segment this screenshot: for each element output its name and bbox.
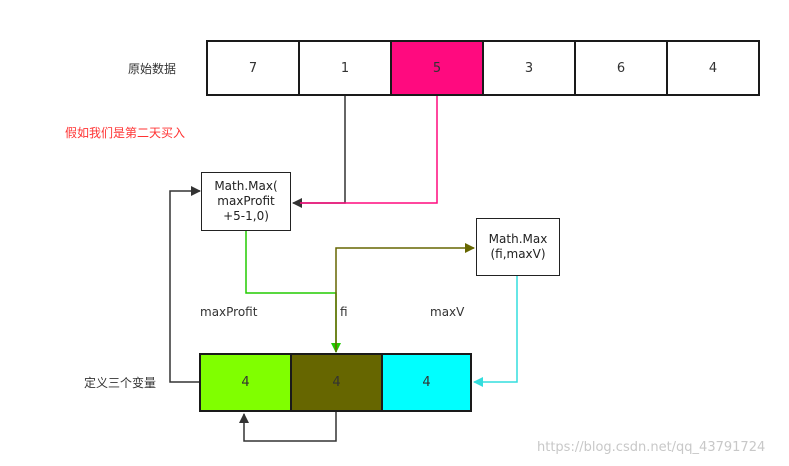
array-cell-1: 1 <box>298 40 392 96</box>
max-profit-box-line-2: maxProfit <box>217 194 275 208</box>
var-cell-maxprofit: 4 <box>199 353 292 412</box>
array-cell-4: 6 <box>574 40 668 96</box>
var-name-fi: fi <box>340 305 348 319</box>
max-fi-box: Math.Max (fi,maxV) <box>476 218 560 276</box>
watermark-text: https://blog.csdn.net/qq_43791724 <box>537 440 766 455</box>
variables-label: 定义三个变量 <box>84 376 157 390</box>
max-profit-box-line-1: Math.Max( <box>214 179 278 193</box>
arrow-fi-to-maxfi <box>335 243 475 352</box>
original-array-label: 原始数据 <box>128 62 177 76</box>
arrow-maxfi-to-maxv <box>473 276 518 387</box>
max-fi-box-line-1: Math.Max <box>488 232 548 246</box>
buy-day-note: 假如我们是第二天买入 <box>65 126 186 140</box>
max-profit-box: Math.Max( maxProfit +5-1,0) <box>201 172 291 231</box>
var-cell-fi: 4 <box>290 353 383 412</box>
max-fi-box-line-2: (fi,maxV) <box>490 247 546 261</box>
var-name-maxprofit: maxProfit <box>200 305 258 319</box>
arrow-cell5-to-maxprofit <box>300 95 438 204</box>
array-cell-3: 3 <box>482 40 576 96</box>
array-cell-5: 4 <box>666 40 760 96</box>
var-name-maxv: maxV <box>430 305 465 319</box>
arrow-maxprofit-cell-to-box <box>169 186 201 383</box>
max-profit-box-line-3: +5-1,0) <box>223 209 269 223</box>
var-cell-maxv: 4 <box>381 353 472 412</box>
arrow-maxprofit-to-fi <box>245 231 341 353</box>
array-cell-0: 7 <box>206 40 300 96</box>
arrow-cell1-to-maxprofit <box>292 95 346 208</box>
arrow-fi-to-maxprofit-cell <box>239 412 337 442</box>
array-cell-2-highlight: 5 <box>390 40 484 96</box>
